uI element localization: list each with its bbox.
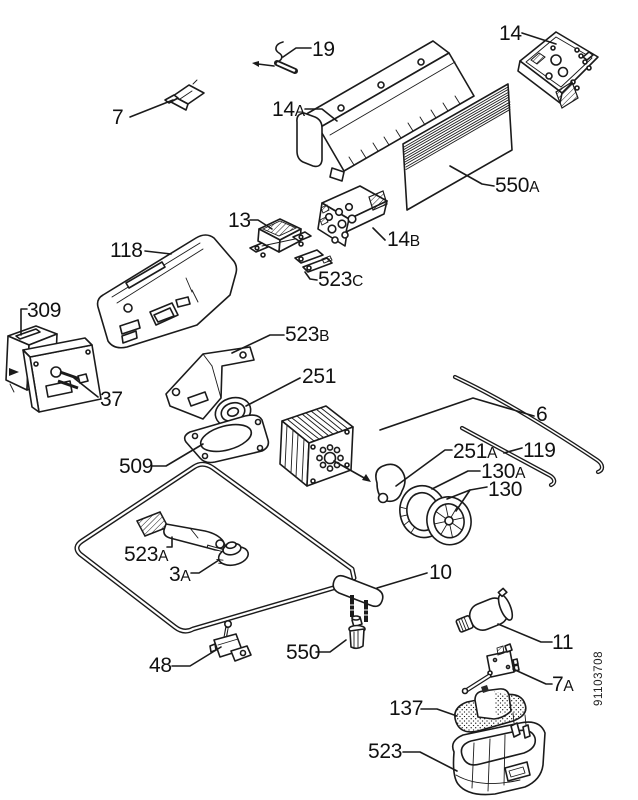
callout-label-7: 7 — [112, 106, 123, 129]
callout-label-6: 6 — [536, 403, 547, 426]
part-509 — [183, 414, 270, 464]
callout-label-118: 118 — [110, 239, 143, 262]
part-48 — [209, 619, 252, 662]
callout-label-550A: 550A — [495, 174, 540, 197]
leader-line-14B — [372, 227, 386, 241]
leader-line-14A — [304, 108, 338, 122]
callout-label-119: 119 — [523, 439, 556, 462]
callout-label-251: 251 — [302, 365, 336, 388]
callout-label-309: 309 — [27, 299, 61, 322]
leader-line-251 — [245, 377, 301, 407]
leader-line-550A — [449, 165, 495, 187]
callout-labels: 7 19 14 14A 550A 13 14B 118 523C 309 523B 37 251 509 6… — [27, 22, 575, 763]
part-13 — [249, 218, 312, 258]
part-550A — [402, 83, 513, 211]
callout-label-10: 10 — [429, 561, 452, 584]
part-523 — [451, 712, 546, 796]
part-119 — [459, 425, 557, 488]
part-11 — [455, 587, 514, 633]
leader-lines — [20, 32, 557, 772]
part-251 — [279, 405, 371, 487]
leader-line-130A — [431, 470, 481, 490]
callout-label-523: 523 — [368, 740, 402, 763]
leader-line-523B — [231, 334, 285, 354]
part-550 — [348, 615, 366, 650]
part-7 — [164, 79, 205, 111]
leader-line-251A — [395, 449, 453, 487]
callout-label-14B: 14B — [387, 228, 420, 251]
part-14A — [296, 40, 475, 182]
part-37 — [9, 337, 102, 413]
leader-line-523C — [304, 271, 318, 281]
part-14 — [517, 31, 599, 109]
part-19 — [252, 41, 298, 74]
leader-line-523 — [402, 751, 458, 772]
callout-label-523A: 523A — [124, 543, 169, 566]
leader-line-523A — [166, 536, 173, 548]
part-7A — [461, 643, 520, 695]
callout-label-3A: 3A — [169, 563, 191, 586]
leader-line-137 — [420, 708, 458, 717]
callout-label-550: 550 — [286, 641, 320, 664]
part-130 — [426, 496, 472, 546]
callout-label-14A: 14A — [272, 98, 306, 121]
callout-label-523B: 523B — [285, 323, 329, 346]
callout-label-19: 19 — [312, 38, 335, 61]
callout-label-13: 13 — [228, 209, 251, 232]
part-523B — [165, 346, 255, 420]
part-251A — [375, 463, 406, 504]
leader-line-13 — [249, 219, 273, 230]
part-118 — [96, 234, 238, 349]
callout-label-7A: 7A — [552, 673, 574, 696]
leader-line-37 — [73, 377, 99, 398]
callout-label-48: 48 — [149, 654, 172, 677]
doc-number: 91103708 — [593, 651, 605, 706]
leader-line-309 — [20, 308, 28, 336]
part-14B — [317, 185, 388, 247]
leader-line-509 — [151, 443, 204, 467]
part-137 — [454, 685, 527, 733]
leader-line-130 — [446, 486, 488, 500]
leader-line-11 — [497, 623, 553, 643]
leader-line-550 — [315, 639, 347, 653]
leader-line-14 — [521, 32, 557, 45]
callout-label-11: 11 — [552, 631, 573, 654]
part-6 — [452, 374, 605, 475]
leader-line-48 — [171, 646, 222, 667]
leader-line-118 — [144, 250, 172, 255]
leader-line-6 — [379, 397, 535, 431]
part-523C — [294, 249, 333, 273]
callout-label-523C: 523C — [318, 268, 363, 291]
callout-label-137: 137 — [389, 697, 423, 720]
part-523A — [135, 511, 232, 555]
leader-line-7A — [512, 668, 553, 685]
leader-line-7 — [129, 99, 174, 118]
leader-line-130 — [455, 489, 471, 512]
callout-label-130A: 130A — [481, 460, 526, 483]
leader-line-119 — [503, 447, 523, 454]
callout-label-251A: 251A — [453, 440, 498, 463]
callout-label-509: 509 — [119, 455, 153, 478]
leader-line-10 — [376, 572, 428, 589]
callout-label-14: 14 — [499, 22, 522, 45]
part-3A — [216, 541, 250, 567]
part-10 — [74, 461, 384, 634]
leader-line-3A — [190, 559, 220, 574]
leader-line-19 — [282, 47, 312, 58]
callout-label-37: 37 — [100, 388, 123, 411]
callout-label-130: 130 — [488, 478, 522, 501]
